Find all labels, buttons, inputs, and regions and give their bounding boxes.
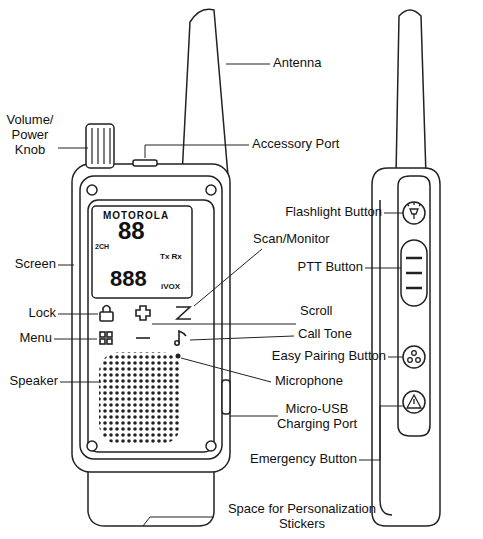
leader-line <box>230 416 278 417</box>
display-digits: 888 <box>110 266 147 291</box>
ridge <box>97 128 98 164</box>
usb-port <box>222 380 230 414</box>
leader-line <box>365 268 401 269</box>
front-panel <box>88 200 214 452</box>
display-indicator: 2CH <box>95 243 109 251</box>
screw <box>87 441 97 451</box>
scan-icon <box>176 307 191 319</box>
leader-line <box>181 358 271 382</box>
pairing-button <box>403 346 425 368</box>
menu-icon <box>107 339 112 344</box>
leader-line <box>384 213 403 214</box>
ptt-ridge <box>406 257 422 260</box>
part-label: Accessory Port <box>252 137 339 152</box>
leader-line <box>58 265 74 266</box>
part-label: PTT Button <box>297 260 363 275</box>
leader-line <box>152 324 296 325</box>
part-label: Micro-USB Charging Port <box>262 402 372 432</box>
leader-line <box>58 148 88 149</box>
leader-line <box>143 517 214 526</box>
leader-line <box>190 336 294 340</box>
part-label: Antenna <box>273 56 321 71</box>
part-label: Lock <box>29 306 56 321</box>
plus-icon <box>136 306 150 320</box>
part-label: Microphone <box>275 374 343 389</box>
leader-line <box>226 64 270 65</box>
ptt-button <box>401 240 427 306</box>
screw <box>206 185 216 195</box>
display-digits: 88 <box>118 217 145 245</box>
leader-line <box>359 406 403 460</box>
part-label: Scan/Monitor <box>253 232 330 247</box>
part-label: Flashlight Button <box>285 205 382 220</box>
emergency-button <box>403 391 425 413</box>
display-indicator: Tx Rx <box>160 252 182 261</box>
antenna-side <box>396 10 426 176</box>
pairing-icon <box>408 358 413 363</box>
ptt-ridge <box>406 287 422 290</box>
emergency-icon <box>407 395 421 408</box>
minus-icon <box>136 337 150 339</box>
knob-ridges <box>92 128 110 164</box>
flashlight-button <box>403 202 425 224</box>
part-label: Emergency Button <box>250 452 357 467</box>
menu-icon <box>107 332 112 337</box>
leader-line <box>54 339 97 340</box>
microphone-hole <box>176 354 181 359</box>
front-housing <box>72 164 230 472</box>
call-tone-icon <box>179 331 186 343</box>
part-label: Space for Personalization Stickers <box>216 502 388 532</box>
ridge <box>91 128 92 164</box>
accessory-port <box>133 160 157 166</box>
belt-clip <box>88 465 214 526</box>
part-label: Easy Pairing Button <box>272 349 386 364</box>
leader-line <box>388 357 403 358</box>
part-label: Volume/ Power Knob <box>3 113 57 158</box>
antenna-front <box>182 9 228 176</box>
part-label: Call Tone <box>298 327 352 342</box>
call-tone-icon <box>175 341 179 345</box>
ridge <box>109 128 110 164</box>
screen <box>92 206 192 298</box>
lock-icon <box>103 306 110 313</box>
front-face <box>80 176 222 459</box>
speaker-grille <box>99 352 181 444</box>
side-housing <box>372 168 440 526</box>
side-icons <box>406 202 422 408</box>
ridge <box>103 128 104 164</box>
leader-line <box>194 249 262 306</box>
menu-icon <box>100 339 105 344</box>
leader-line <box>145 145 249 158</box>
display-indicator: iVOX <box>161 282 180 291</box>
ptt-ridge <box>406 272 422 275</box>
part-label: Screen <box>15 257 56 272</box>
flashlight-icon <box>407 202 421 219</box>
leader-line <box>58 314 98 315</box>
screw <box>87 185 97 195</box>
volume-knob <box>86 124 114 168</box>
button-strip <box>398 176 430 436</box>
leader-lines <box>54 64 403 526</box>
menu-icon <box>100 332 105 337</box>
part-label: Menu <box>19 331 52 346</box>
leader-line <box>60 382 101 383</box>
screw <box>206 441 216 451</box>
lock-icon <box>100 312 113 321</box>
part-label: Speaker <box>10 374 58 389</box>
front-icons <box>100 306 191 346</box>
part-label: Scroll <box>300 304 333 319</box>
pairing-icon <box>416 358 421 363</box>
pairing-icon <box>412 351 417 356</box>
